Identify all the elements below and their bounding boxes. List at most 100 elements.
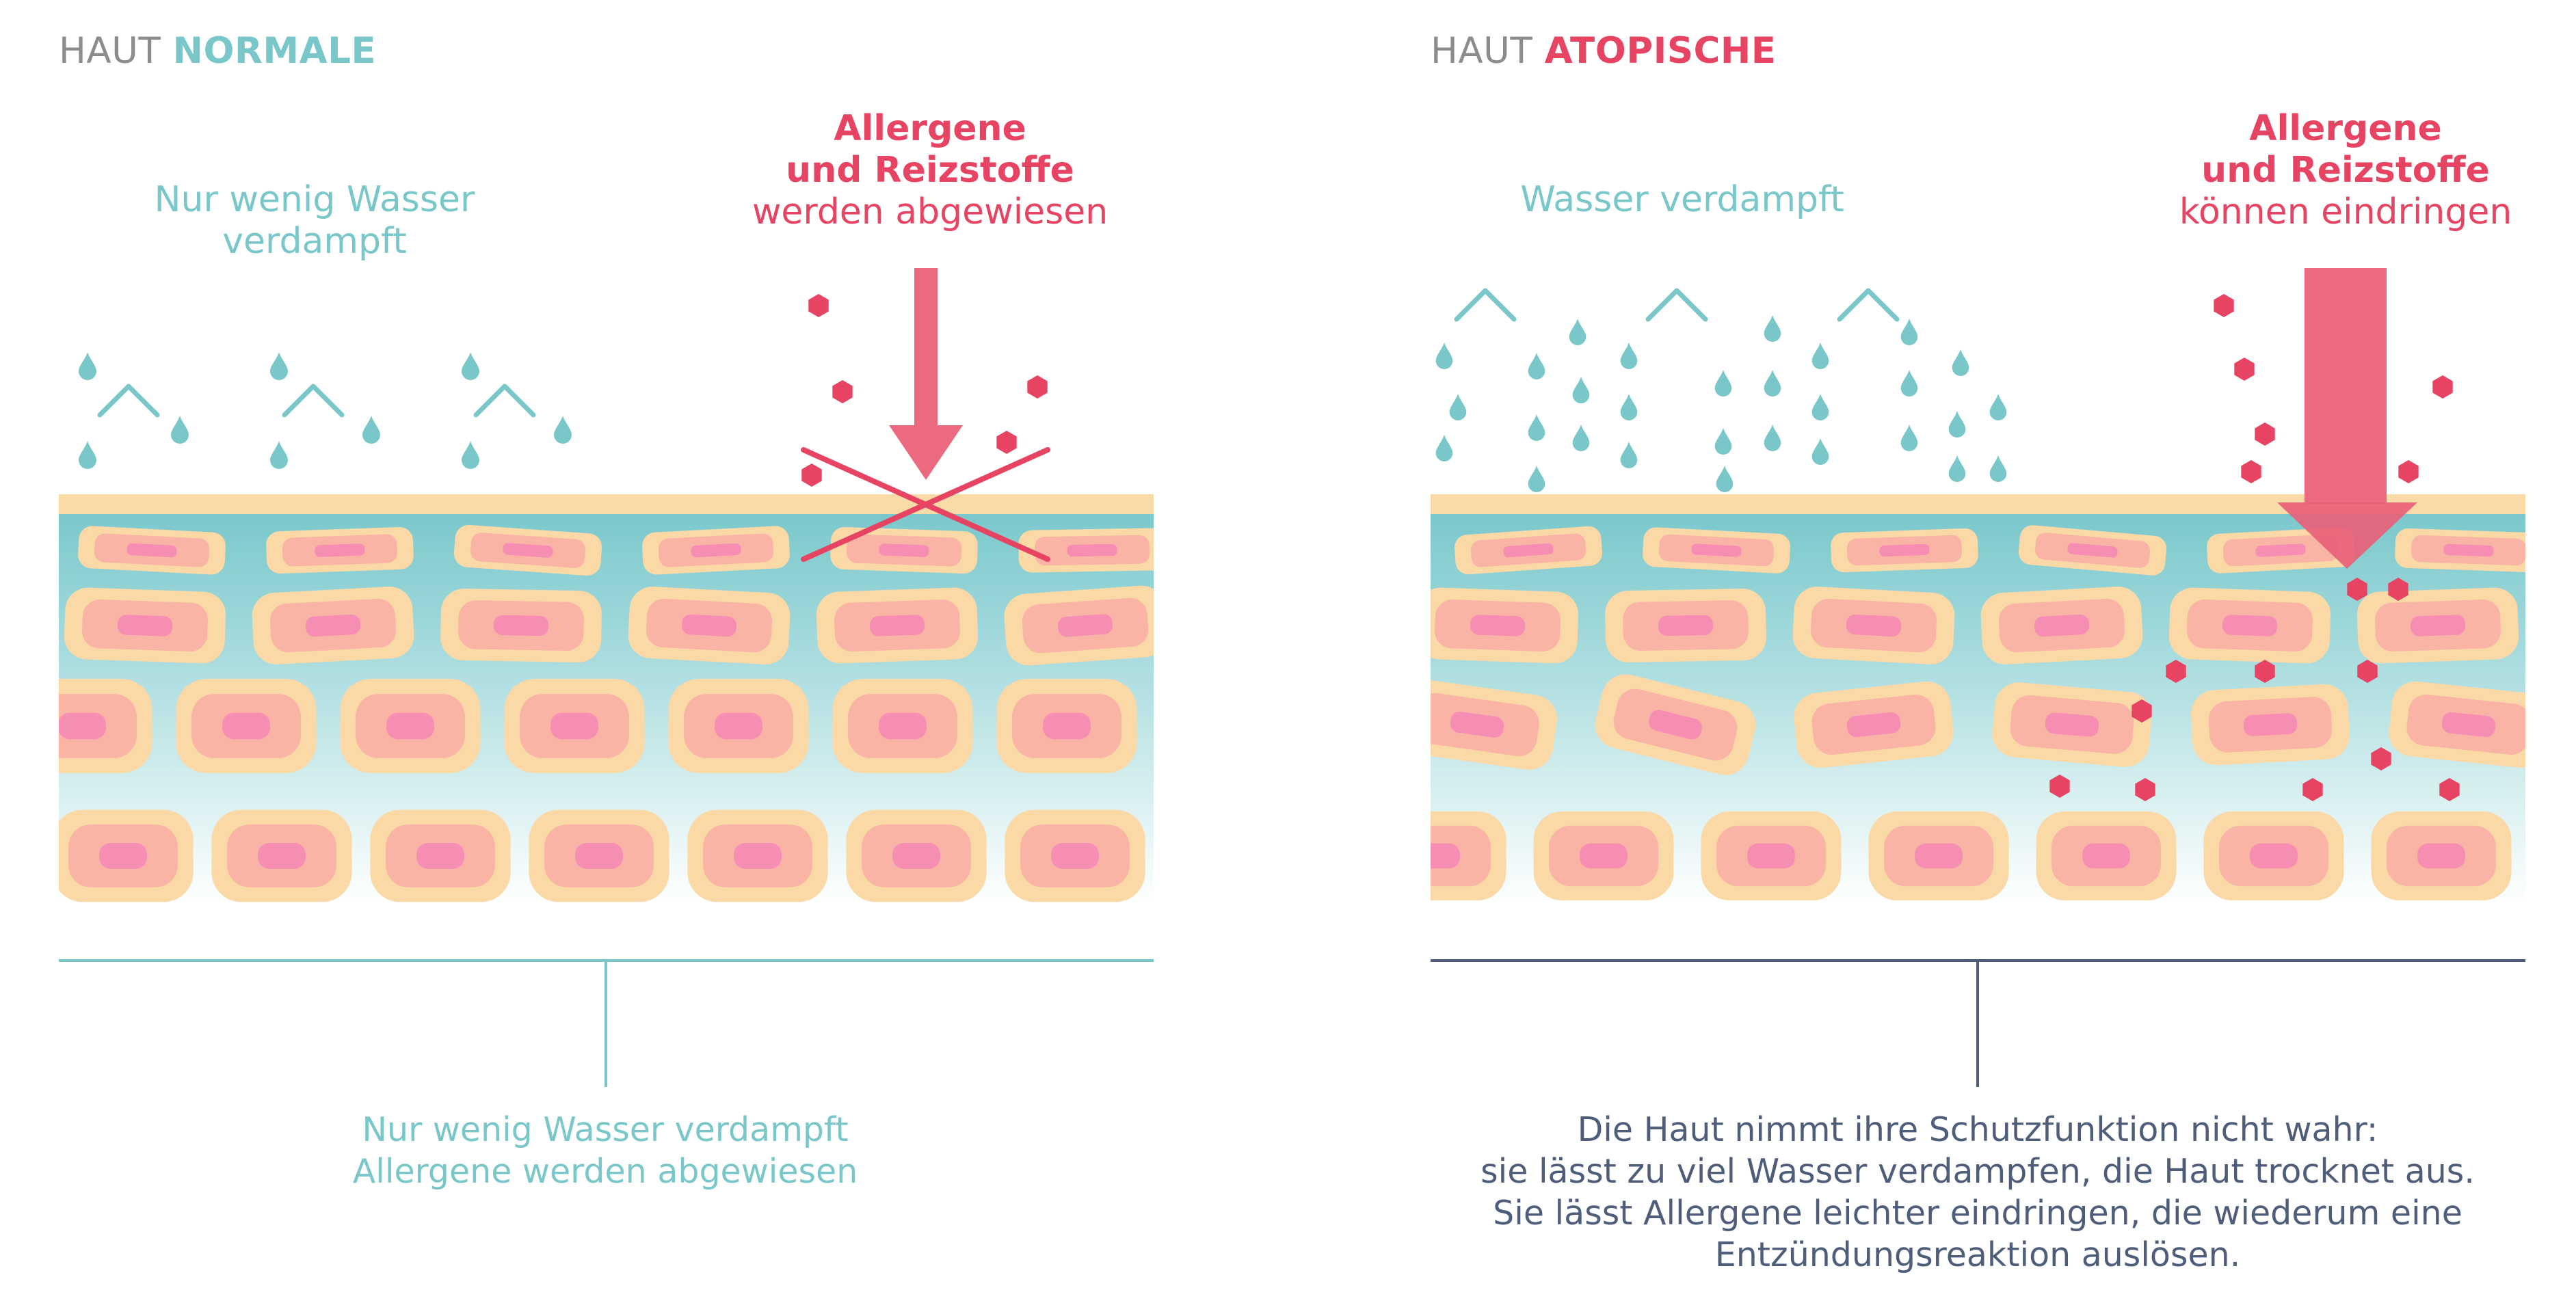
allergen-label-atopic: Allergene und Reizstoffe können eindring… [2113,108,2576,233]
hexagon-icon [2241,460,2261,483]
caption-atopic: Die Haut nimmt ihre Schutzfunktion nicht… [1444,1109,2511,1276]
skin-cell [1431,811,1506,900]
skin-cell [1701,811,1842,900]
skin-cell [453,524,602,576]
evaporation-normal [79,352,572,489]
droplet-icon [79,441,96,469]
heading-atopic: HAUT ATOPISCHE [1431,30,1776,72]
skin-cell [1005,809,1145,902]
droplet-icon [1449,394,1467,420]
skin-cell [2356,587,2519,664]
droplet-icon [1989,455,2007,482]
droplet-icon [1900,370,1918,397]
droplet-icon [1714,370,1732,397]
skin-cell [1792,587,1955,664]
cell-nucleus [892,843,940,869]
cell-nucleus [1649,710,1702,740]
cell-nucleus [681,614,737,637]
evaporation-atopic [1435,288,2007,492]
droplet-icon [1572,377,1590,403]
allergen-label-normal: Allergene und Reizstoffe werden abgewies… [704,108,1156,233]
allergen-particles-atopic [2049,294,2460,801]
droplet-icon [1620,342,1638,369]
skin-cell [1794,681,1954,768]
blocked-arrow [889,268,963,480]
skin-cell [1533,811,1674,900]
droplet-icon [171,416,189,444]
cell-nucleus [258,843,306,869]
hexagon-icon [2357,660,2378,683]
cell-nucleus [879,712,927,740]
droplet-icon [79,352,96,380]
skin-cell [2168,587,2331,664]
cell-nucleus [1051,843,1099,869]
up-arrow-icon [1645,288,1708,489]
cell-nucleus [550,712,598,740]
skin-cell [1595,674,1756,775]
skin-cell [78,526,226,575]
droplet-icon [1620,442,1638,468]
allergen-line-1: Allergene [2249,108,2442,149]
skin-cell [832,679,973,773]
skin-cell [1992,682,2152,767]
caption-line-2: Allergene werden abgewiesen [352,1152,858,1191]
hexagon-icon [2132,699,2152,723]
cell-nucleus [1846,712,1901,738]
cell-nucleus [1503,543,1554,558]
cell-nucleus [2255,543,2306,557]
skin-cell [340,679,481,773]
hexagon-icon [808,294,829,317]
droplet-icon [1572,425,1590,451]
cell-nucleus [1580,843,1628,869]
cross-icon [801,447,1050,562]
cell-layers [1431,525,2525,900]
droplet-icon [1811,438,1829,465]
hexagon-icon [2302,778,2323,801]
droplet-icon [1528,466,1545,492]
caption-line-2: sie lässt zu viel Wasser verdampfen, die… [1480,1152,2475,1191]
cell-nucleus [59,712,106,740]
heading-prefix: HAUT [59,30,161,72]
cell-nucleus [1691,543,1742,557]
bracket-normal [59,959,1154,1087]
skin-cell [2203,811,2344,900]
skin-cell [830,526,978,574]
cell-nucleus [1431,843,1460,869]
cell-nucleus [2441,712,2496,738]
skin-cell [1431,680,1557,770]
cell-nucleus [1846,614,1902,637]
evap-label-atopic: Wasser verdampft [1520,179,1844,220]
cell-nucleus [879,543,929,557]
cell-nucleus [734,843,782,869]
hexagon-icon [2255,422,2275,446]
cell-nucleus [2067,543,2118,558]
hexagon-icon [832,380,853,403]
skin-cell [2389,681,2525,768]
heading-accent: ATOPISCHE [1544,30,1777,72]
skin-cell [529,809,669,902]
allergen-line-2: und Reizstoffe [786,150,1074,191]
skin-layers-normal [59,494,1154,904]
hexagon-icon [996,431,1017,454]
cell-nucleus [1067,543,1117,557]
hexagon-icon [2347,578,2367,601]
skin-cell [59,809,194,902]
allergen-line-1: Allergene [834,108,1026,149]
droplet-icon [1811,342,1829,369]
cell-nucleus [2045,712,2099,737]
hexagon-icon [2135,778,2155,801]
cell-nucleus [575,843,623,869]
cell-nucleus [127,543,177,558]
droplet-icon [1714,428,1732,455]
droplet-icon [1764,370,1781,397]
skin-cell [687,809,828,902]
cell-nucleus [222,712,270,740]
caption-line-1: Die Haut nimmt ihre Schutzfunktion nicht… [1577,1110,2378,1149]
cell-nucleus [117,615,173,636]
droplet-icon [1716,466,1734,492]
skin-cell [1018,528,1154,573]
heading-accent: NORMALE [172,30,377,72]
droplet-icon [1528,414,1545,441]
heading-normal: HAUT NORMALE [59,30,376,72]
